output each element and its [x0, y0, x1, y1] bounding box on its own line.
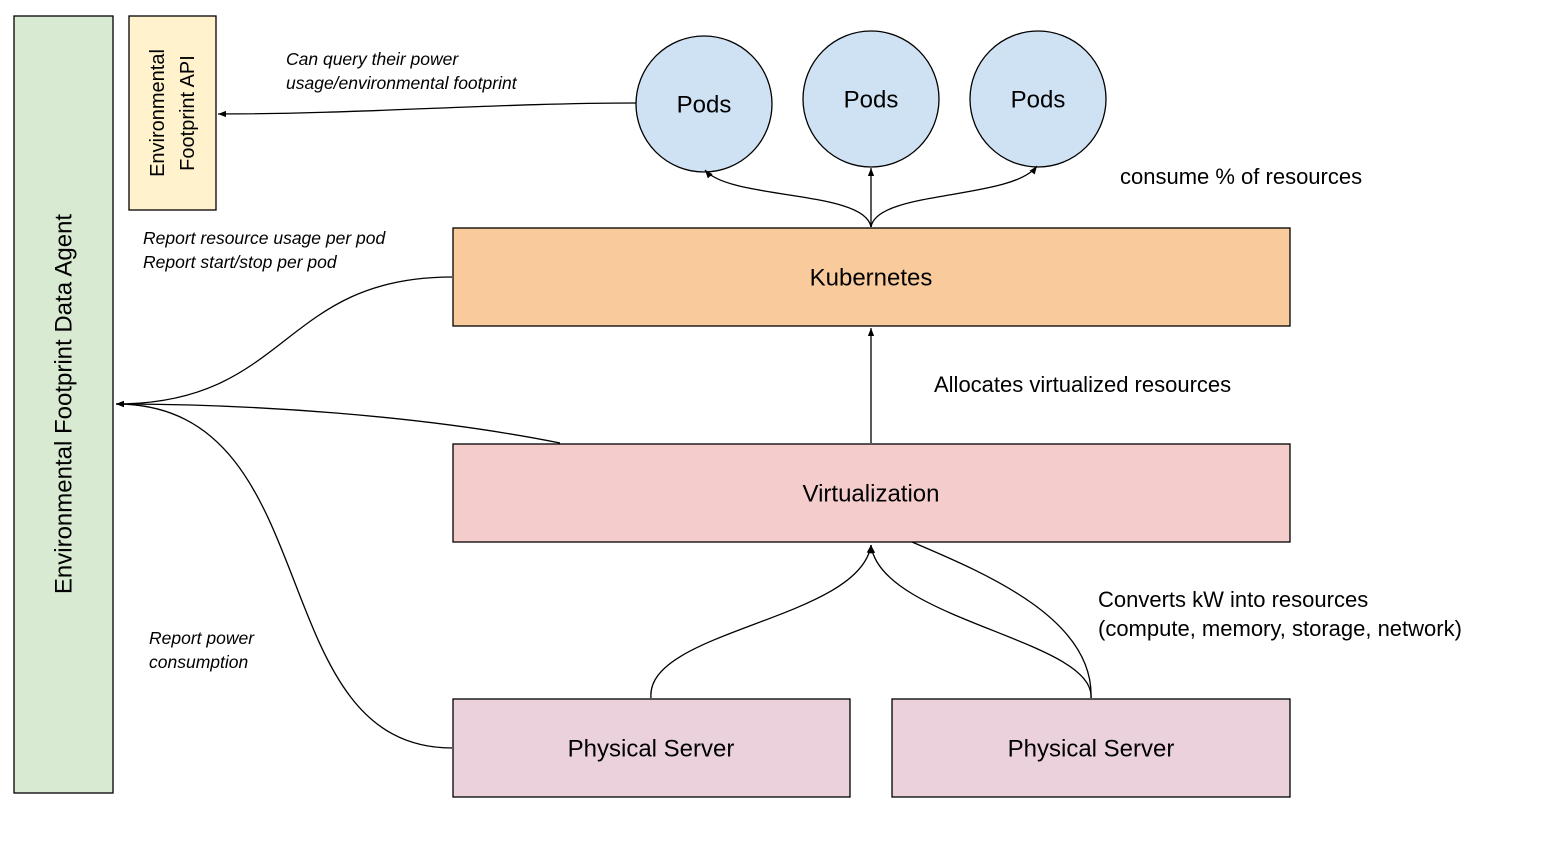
- annotation-report-power-line2: consumption: [149, 652, 248, 672]
- physical-server-node-2: Physical Server: [891, 698, 1291, 798]
- physical-server-box-1: [452, 698, 851, 798]
- kubernetes-box: [452, 227, 1291, 327]
- kubernetes-node: Kubernetes: [452, 227, 1291, 327]
- footprint-api-label-line2: Footprint API: [177, 55, 199, 171]
- footprint-api-label-line1: Environmental: [147, 49, 169, 177]
- footprint-api-node: Environmental Footprint API: [128, 15, 217, 211]
- data-agent-node: Environmental Footprint Data Agent: [13, 15, 114, 794]
- pod-node-1: Pods: [635, 35, 773, 173]
- annotation-report-power-line1: Report power: [149, 628, 255, 648]
- annotation-query-line1: Can query their power: [286, 49, 459, 69]
- pod-label-1: Pods: [677, 92, 732, 119]
- annotation-allocates: Allocates virtualized resources: [934, 372, 1231, 397]
- annotation-query-line2: usage/environmental footprint: [286, 73, 518, 93]
- physical-server-node-1: Physical Server: [452, 698, 851, 798]
- data-agent-box: [13, 15, 114, 794]
- edge-kubernetes-to-agent: [115, 276, 453, 408]
- edge-kubernetes-to-pod-3: [870, 165, 1038, 228]
- pod-node-3: Pods: [969, 30, 1107, 168]
- annotation-converts-line2: (compute, memory, storage, network): [1098, 616, 1462, 641]
- virtualization-label: Virtualization: [803, 481, 940, 508]
- edge-virtualization-to-agent: [115, 400, 561, 444]
- virtualization-box: [452, 443, 1291, 543]
- pod-circle-3: [969, 30, 1107, 168]
- pod-circle-2: [802, 30, 940, 168]
- edge-server-to-agent: [115, 400, 453, 749]
- annotation-converts-line1: Converts kW into resources: [1098, 587, 1368, 612]
- edge-server-1-to-virtualization: [650, 544, 873, 699]
- pod-label-2: Pods: [844, 87, 899, 114]
- edge-server-2-to-virtualization-bottom: [911, 541, 1092, 699]
- virtualization-node: Virtualization: [452, 443, 1291, 543]
- data-agent-label: Environmental Footprint Data Agent: [51, 214, 78, 595]
- kubernetes-label: Kubernetes: [810, 265, 933, 292]
- physical-server-label-1: Physical Server: [568, 736, 735, 763]
- edge-kubernetes-to-pod-1: [704, 169, 872, 228]
- annotation-report-usage-line2: Report start/stop per pod: [143, 252, 338, 272]
- pod-circle-1: [635, 35, 773, 173]
- footprint-api-box: [128, 15, 217, 211]
- annotation-consume: consume % of resources: [1120, 164, 1362, 189]
- physical-server-box-2: [891, 698, 1291, 798]
- pod-label-3: Pods: [1011, 87, 1066, 114]
- physical-server-label-2: Physical Server: [1008, 736, 1175, 763]
- edge-pods-to-api: [217, 102, 637, 118]
- pod-node-2: Pods: [802, 30, 940, 168]
- edge-server-2-to-virtualization: [868, 544, 1092, 699]
- annotation-report-usage-line1: Report resource usage per pod: [143, 228, 386, 248]
